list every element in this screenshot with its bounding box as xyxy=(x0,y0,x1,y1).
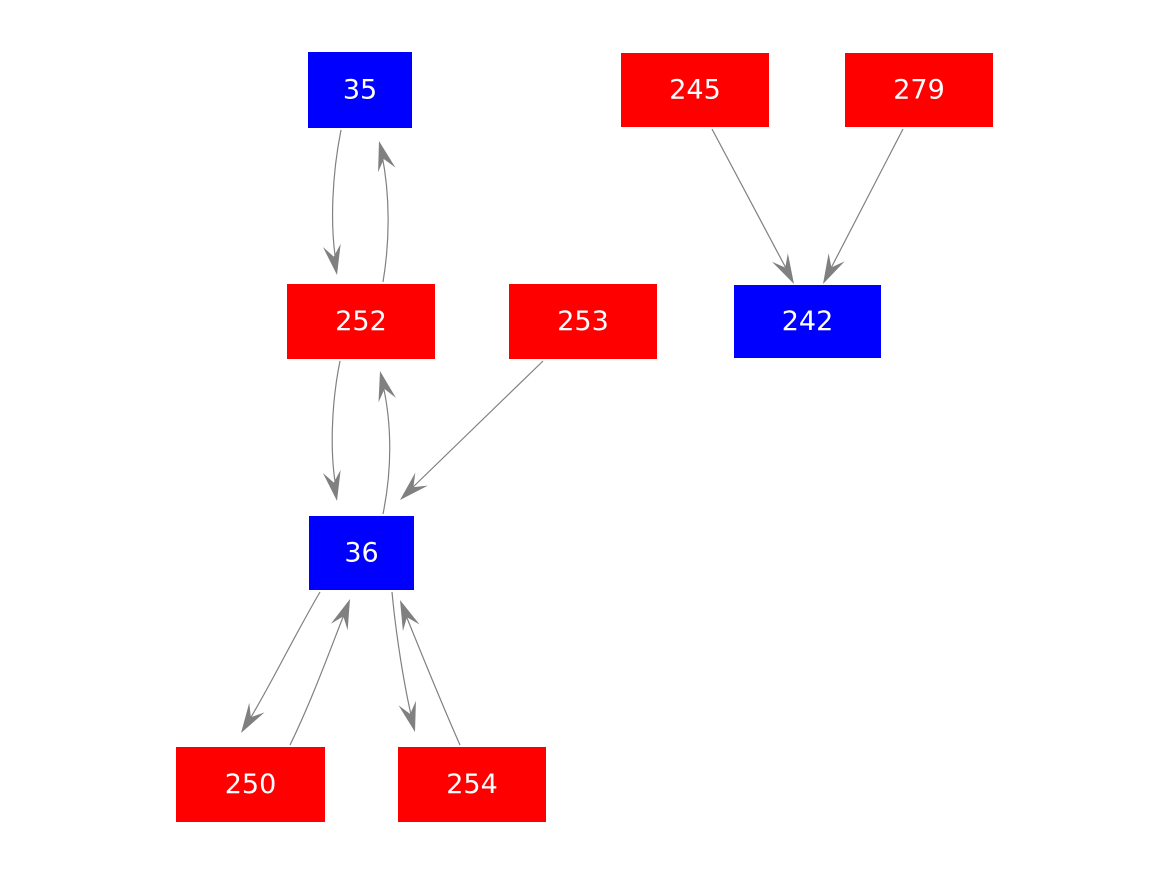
node-box[interactable] xyxy=(309,516,414,590)
arrowhead-icon xyxy=(322,469,341,501)
arrowhead-icon xyxy=(378,371,396,403)
node-box[interactable] xyxy=(734,285,881,358)
arrowhead-icon xyxy=(378,141,396,173)
edge-252-to-35[interactable] xyxy=(378,141,396,283)
edge-line xyxy=(391,591,413,720)
edge-line xyxy=(410,360,544,490)
arrowhead-icon xyxy=(400,600,420,632)
graph-node-279[interactable]: 279 xyxy=(845,53,993,127)
node-box[interactable] xyxy=(308,52,412,128)
edge-36-to-252[interactable] xyxy=(378,371,396,515)
arrowhead-icon xyxy=(771,253,794,284)
node-box[interactable] xyxy=(621,53,769,127)
edge-line xyxy=(331,129,342,263)
edge-line xyxy=(711,128,789,273)
edge-36-to-254[interactable] xyxy=(391,591,416,732)
node-box[interactable] xyxy=(176,747,325,822)
graph-node-36[interactable]: 36 xyxy=(309,516,414,590)
arrowhead-icon xyxy=(398,700,416,732)
edge-line xyxy=(289,611,346,746)
node-box[interactable] xyxy=(509,284,657,359)
node-box[interactable] xyxy=(398,747,546,822)
edge-35-to-252[interactable] xyxy=(322,129,342,275)
arrowhead-icon xyxy=(823,253,845,284)
edge-254-to-36[interactable] xyxy=(400,600,461,746)
edge-line xyxy=(382,384,391,515)
edge-253-to-36[interactable] xyxy=(400,360,544,500)
edges-layer xyxy=(241,128,904,746)
nodes-layer: 35 245 279 252 253 242 36 250 254 xyxy=(176,52,993,822)
arrowhead-icon xyxy=(241,702,265,733)
edge-36-to-250[interactable] xyxy=(241,591,321,733)
edge-line xyxy=(247,591,321,723)
graph-node-250[interactable]: 250 xyxy=(176,747,325,822)
arrowhead-icon xyxy=(322,243,341,275)
edge-line xyxy=(381,154,389,283)
arrowhead-icon xyxy=(330,599,350,631)
node-box[interactable] xyxy=(287,284,435,359)
edge-line xyxy=(828,128,904,273)
node-box[interactable] xyxy=(845,53,993,127)
graph-node-252[interactable]: 252 xyxy=(287,284,435,359)
graph-node-35[interactable]: 35 xyxy=(308,52,412,128)
graph-node-245[interactable]: 245 xyxy=(621,53,769,127)
edge-250-to-36[interactable] xyxy=(289,599,350,746)
graph-node-242[interactable]: 242 xyxy=(734,285,881,358)
edge-245-to-242[interactable] xyxy=(711,128,794,284)
graph-node-254[interactable]: 254 xyxy=(398,747,546,822)
edge-279-to-242[interactable] xyxy=(823,128,904,284)
graph-node-253[interactable]: 253 xyxy=(509,284,657,359)
edge-line xyxy=(331,360,341,488)
edge-line xyxy=(404,612,461,746)
edge-252-to-36[interactable] xyxy=(322,360,341,501)
arrowhead-icon xyxy=(400,472,428,500)
